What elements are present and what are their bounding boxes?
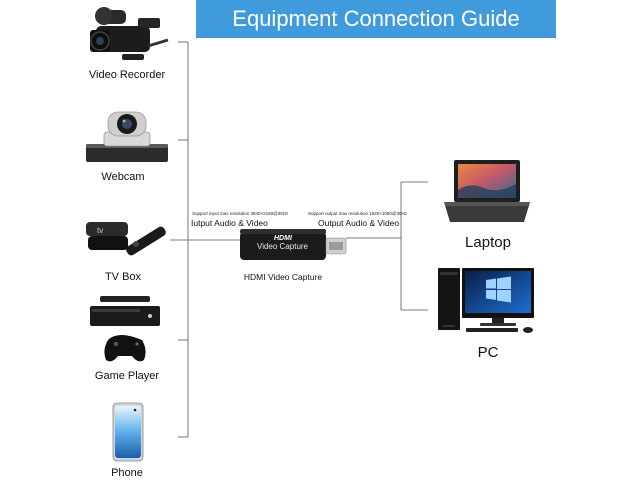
webcam-icon — [86, 111, 168, 162]
output-label-pc: PC — [477, 344, 499, 361]
source-label-phone: Phone — [111, 467, 143, 479]
capture-device-name: HDMI Video Capture — [243, 272, 323, 282]
hdmi-capture-device: HDMI Video Capture — [240, 229, 347, 260]
laptop-icon — [444, 160, 530, 222]
input-connector-lines — [170, 41, 240, 438]
input-port-label: Iutput Audio & Video — [191, 218, 268, 228]
source-label-tv-box: TV Box — [104, 271, 142, 283]
output-port-label: Output Audio & Video — [318, 218, 400, 228]
output-spec-note: Support output max resolution 1920×1080@… — [308, 211, 408, 216]
title-banner: Equipment Connection Guide — [196, 0, 556, 38]
diagram-title: Equipment Connection Guide — [232, 6, 520, 31]
source-label-video-recorder: Video Recorder — [88, 69, 166, 81]
phone-icon — [112, 402, 144, 462]
tv-box-icon: tv — [86, 222, 166, 256]
capture-device-text: Video Capture — [257, 242, 309, 251]
source-label-game-player: Game Player — [94, 370, 160, 382]
svg-text:tv: tv — [97, 226, 103, 235]
video-recorder-icon — [90, 7, 169, 60]
source-label-webcam: Webcam — [101, 171, 145, 183]
output-label-laptop: Laptop — [465, 234, 511, 251]
game-console-icon — [90, 296, 160, 362]
desktop-pc-icon — [438, 268, 534, 333]
output-connector-lines — [346, 181, 428, 311]
hdmi-logo: HDMI — [274, 235, 293, 242]
input-spec-note: Support input max resolution 3840×2160@3… — [192, 211, 289, 216]
